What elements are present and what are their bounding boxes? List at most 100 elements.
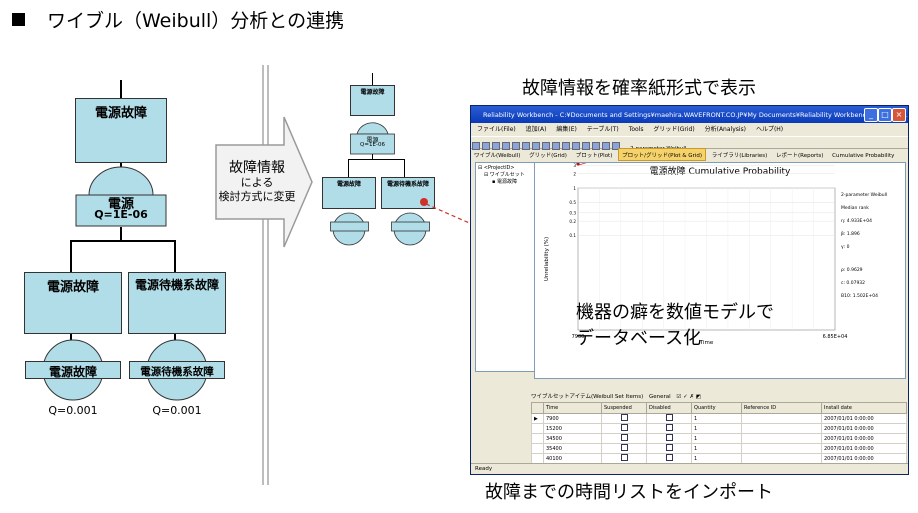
cell-quantity[interactable]: 1	[691, 423, 742, 434]
cell-disabled[interactable]	[646, 443, 692, 454]
paste-icon[interactable]	[532, 142, 540, 150]
checkbox[interactable]	[665, 414, 673, 421]
cell-disabled[interactable]	[646, 433, 692, 444]
cell-time[interactable]: 34500	[543, 433, 602, 444]
cell-time[interactable]: 15200	[543, 423, 602, 434]
tab-weibull[interactable]: ワイブル(Weibull)	[474, 153, 521, 159]
cell-reference-id[interactable]	[741, 443, 822, 454]
close-button[interactable]: ×	[892, 108, 906, 122]
row-header[interactable]: ▶	[531, 413, 544, 424]
cell-disabled[interactable]	[646, 423, 692, 434]
minimize-button[interactable]: _	[864, 108, 878, 122]
menu-file[interactable]: ファイル(File)	[477, 126, 516, 133]
col-quantity[interactable]: Quantity	[691, 402, 742, 414]
row-header[interactable]	[531, 433, 544, 444]
cell-disabled[interactable]	[646, 453, 692, 464]
cell-install-date[interactable]: 2007/01/01 0:00:00	[821, 423, 907, 434]
checkbox[interactable]	[665, 434, 673, 441]
plot-type-select[interactable]: Cumulative Probability	[832, 153, 895, 159]
col-disabled[interactable]: Disabled	[646, 402, 692, 414]
tab-plot[interactable]: プロット(Plot)	[575, 153, 613, 159]
table-row[interactable]: ▶7900 1 2007/01/01 0:00:00	[531, 413, 907, 424]
table-row[interactable]: 15200 1 2007/01/01 0:00:00	[531, 423, 907, 434]
y-tick-label: 0.2	[569, 219, 576, 224]
checkbox[interactable]	[620, 444, 628, 451]
table-row[interactable]: 35400 1 2007/01/01 0:00:00	[531, 443, 907, 454]
title-bar: Reliability Workbench - C:¥Documents and…	[471, 106, 908, 123]
checkbox[interactable]	[620, 424, 628, 431]
col-time[interactable]: Time	[543, 402, 602, 414]
row-header[interactable]	[531, 423, 544, 434]
cell-quantity[interactable]: 1	[691, 433, 742, 444]
top-event-label: 電源故障	[94, 106, 147, 121]
cell-suspended[interactable]	[601, 433, 647, 444]
filter-icon[interactable]	[602, 142, 610, 150]
maximize-button[interactable]: □	[878, 108, 892, 122]
row-header[interactable]	[531, 443, 544, 454]
checkbox[interactable]	[665, 424, 673, 431]
checkbox[interactable]	[665, 444, 673, 451]
cell-suspended[interactable]	[601, 443, 647, 454]
menu-help[interactable]: ヘルプ(H)	[755, 126, 784, 133]
cell-quantity[interactable]: 1	[691, 443, 742, 454]
col-install-date[interactable]: Install date	[821, 402, 907, 414]
table-row[interactable]: 34500 1 2007/01/01 0:00:00	[531, 433, 907, 444]
checkbox[interactable]	[665, 454, 673, 461]
tab-plot-grid[interactable]: プロット/グリッド(Plot & Grid)	[618, 148, 706, 161]
new-icon[interactable]	[472, 142, 480, 150]
table-row[interactable]: 40100 1 2007/01/01 0:00:00	[531, 453, 907, 464]
tab-libraries[interactable]: ライブラリ(Libraries)	[711, 153, 768, 159]
y-tick-label: 3	[573, 163, 576, 168]
save-icon[interactable]	[492, 142, 500, 150]
col-reference-id[interactable]: Reference ID	[741, 402, 822, 414]
cell-reference-id[interactable]	[741, 423, 822, 434]
redo-icon[interactable]	[562, 142, 570, 150]
menu-edit[interactable]: 編集(E)	[556, 126, 577, 133]
tree-item-weibull-set[interactable]: ⊟ ワイブルセット	[484, 172, 525, 178]
cell-quantity[interactable]: 1	[691, 453, 742, 464]
cell-time[interactable]: 35400	[543, 443, 602, 454]
grid-tool-icons[interactable]: ☑ ✓ ✗ ◩	[676, 394, 701, 400]
grid-mode-select[interactable]: General	[648, 394, 671, 400]
cell-reference-id[interactable]	[741, 413, 822, 424]
menu-grid[interactable]: グリッド(Grid)	[653, 126, 695, 133]
cell-suspended[interactable]	[601, 423, 647, 434]
find-icon[interactable]	[572, 142, 580, 150]
checkbox[interactable]	[620, 454, 628, 461]
cell-reference-id[interactable]	[741, 453, 822, 464]
cell-install-date[interactable]: 2007/01/01 0:00:00	[821, 443, 907, 454]
checkbox[interactable]	[620, 434, 628, 441]
cell-install-date[interactable]: 2007/01/01 0:00:00	[821, 453, 907, 464]
cell-quantity[interactable]: 1	[691, 413, 742, 424]
menu-table[interactable]: テーブル(T)	[586, 126, 619, 133]
menu-add[interactable]: 追加(A)	[525, 126, 547, 133]
tree-item-power-failure[interactable]: ▪ 電源故障	[492, 179, 517, 185]
calc-icon[interactable]	[582, 142, 590, 150]
chart-icon[interactable]	[592, 142, 600, 150]
tree-item-project[interactable]: ⊟ <ProjectID>	[478, 165, 515, 171]
cell-install-date[interactable]: 2007/01/01 0:00:00	[821, 433, 907, 444]
cell-time[interactable]: 7900	[543, 413, 602, 424]
delete-icon[interactable]	[542, 142, 550, 150]
tab-grid[interactable]: グリッド(Grid)	[529, 153, 567, 159]
tab-reports[interactable]: レポート(Reports)	[776, 153, 824, 159]
copy-icon[interactable]	[522, 142, 530, 150]
cell-suspended[interactable]	[601, 453, 647, 464]
open-icon[interactable]	[482, 142, 490, 150]
menu-tools[interactable]: Tools	[628, 126, 644, 133]
cumulative-probability-chart: 電源故障 Cumulative Probability99.9999080706…	[544, 106, 887, 346]
cell-time[interactable]: 40100	[543, 453, 602, 464]
cell-install-date[interactable]: 2007/01/01 0:00:00	[821, 413, 907, 424]
cut-icon[interactable]	[512, 142, 520, 150]
cell-reference-id[interactable]	[741, 433, 822, 444]
checkbox[interactable]	[620, 414, 628, 421]
cell-suspended[interactable]	[601, 413, 647, 424]
undo-icon[interactable]	[552, 142, 560, 150]
menu-analysis[interactable]: 分析(Analysis)	[704, 126, 747, 133]
row-header[interactable]	[531, 453, 544, 464]
cell-disabled[interactable]	[646, 413, 692, 424]
print-icon[interactable]	[502, 142, 510, 150]
left-basic-label: 電源故障	[48, 365, 97, 379]
col-suspended[interactable]: Suspended	[601, 402, 647, 414]
sort-icon[interactable]	[612, 142, 620, 150]
